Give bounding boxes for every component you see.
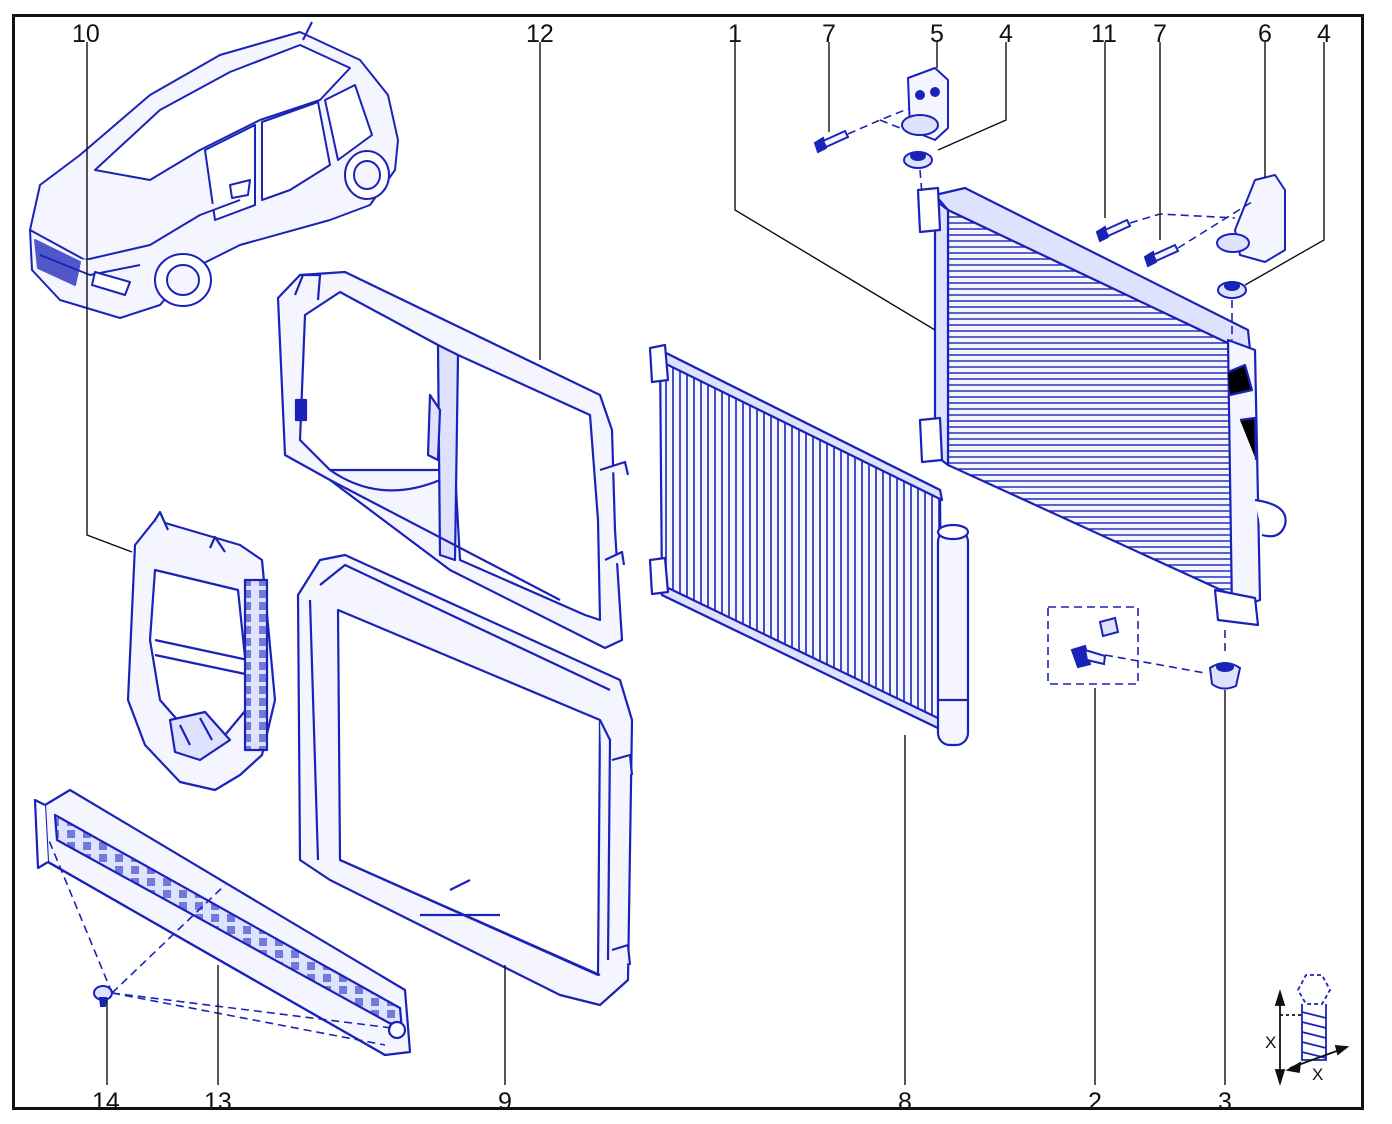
part-number-7: 7: [822, 20, 836, 48]
vehicle-icon: [29, 21, 399, 319]
clip-icon: [93, 985, 113, 1007]
part-number-2: 2: [1088, 1088, 1102, 1116]
part-number-11: 11: [1091, 20, 1117, 48]
leader-lines: [86, 42, 1325, 1085]
air-guide-icon: [126, 510, 277, 792]
bolt-icon: [813, 129, 1180, 669]
part-number-7-right: 7: [1153, 20, 1167, 48]
dimension-label-x-horizontal: X: [1312, 1065, 1323, 1084]
radiator-icon: [916, 186, 1287, 627]
rubber-mount-icon: [1208, 662, 1242, 690]
part-number-1: 1: [728, 20, 742, 48]
part-number-14: 14: [92, 1088, 120, 1116]
torque-symbol-icon: [1274, 974, 1350, 1087]
diagram-border: [12, 14, 1364, 1110]
fan-shroud-upper-icon: [276, 270, 630, 650]
part-number-3: 3: [1218, 1088, 1232, 1116]
fan-shroud-frame-icon: [296, 553, 634, 1007]
part-number-10: 10: [72, 20, 100, 48]
part-number-4-right: 4: [1317, 20, 1331, 48]
bracket-icon: [901, 67, 949, 141]
part-number-9: 9: [498, 1088, 512, 1116]
part-number-6: 6: [1258, 20, 1272, 48]
part-number-4: 4: [999, 20, 1013, 48]
air-deflector-bar-icon: [33, 788, 412, 1057]
rubber-mount-icon: [903, 151, 1247, 299]
assembly-lines: [47, 107, 1256, 1046]
condenser-icon: [648, 343, 970, 747]
part-number-13: 13: [204, 1088, 232, 1116]
part-number-8: 8: [898, 1088, 912, 1116]
bracket-icon: [1216, 174, 1286, 263]
part-number-5: 5: [930, 20, 944, 48]
part-number-12: 12: [526, 20, 554, 48]
dimension-label-x-vertical: X: [1265, 1033, 1276, 1052]
